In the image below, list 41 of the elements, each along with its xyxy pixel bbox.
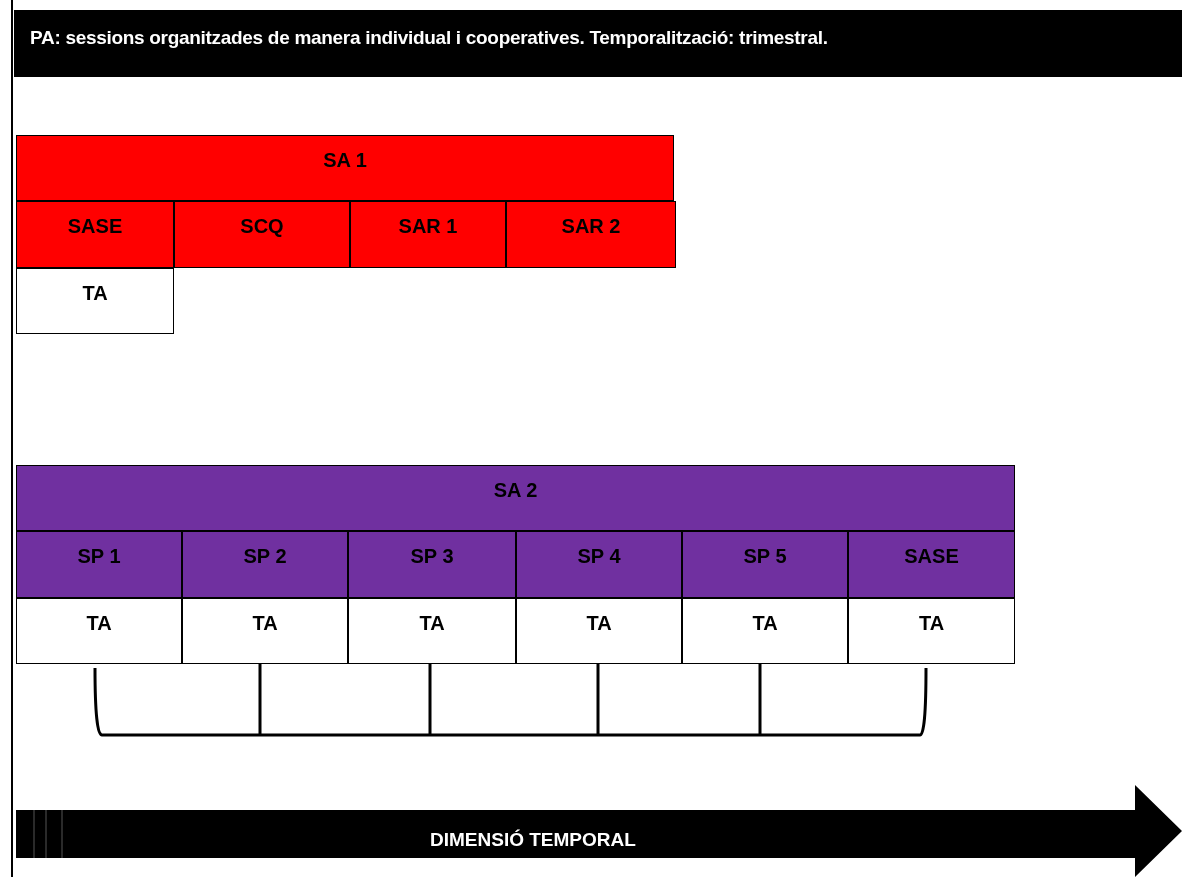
cell-label: TA — [252, 611, 278, 636]
cell-label: TA — [419, 611, 445, 636]
session-cell — [16, 201, 174, 268]
session-band — [16, 465, 1015, 531]
cell-label: TA — [918, 611, 945, 636]
cell-label: SASE — [904, 544, 959, 569]
cell-label: SP 2 — [243, 544, 287, 569]
cell-label: SP 5 — [743, 544, 787, 569]
cell-label: SP 1 — [77, 544, 121, 569]
session-band — [16, 135, 674, 201]
session-cell — [516, 531, 682, 598]
timeline-arrow — [16, 785, 1182, 877]
activity-cell — [848, 598, 1015, 664]
activity-cell — [682, 598, 848, 664]
activity-cell — [16, 268, 174, 334]
activity-cell — [16, 598, 182, 664]
session-cell — [506, 201, 676, 268]
session-cell — [848, 531, 1015, 598]
session-cell — [16, 531, 182, 598]
cell-label: SA 2 — [493, 478, 538, 503]
session-cell — [174, 201, 350, 268]
cell-label: SAR 1 — [398, 214, 458, 239]
arrow-label: DIMENSIÓ TEMPORAL — [430, 828, 636, 852]
title: PA: sessions organitzades de manera individual i cooperatives. Temporalització: trimestral. — [30, 26, 828, 50]
cell-label: SP 3 — [410, 544, 454, 569]
cell-label: SAR 2 — [561, 214, 621, 239]
session-cell — [182, 531, 348, 598]
cell-label: TA — [86, 611, 112, 636]
session-cell — [682, 531, 848, 598]
activity-cell — [348, 598, 516, 664]
cell-label: TA — [82, 281, 108, 306]
cell-label: TA — [752, 611, 778, 636]
activity-cell — [182, 598, 348, 664]
session-cell — [350, 201, 506, 268]
cell-label: TA — [586, 611, 612, 636]
cell-label: SP 4 — [577, 544, 621, 569]
session-cell — [348, 531, 516, 598]
cell-label: SA 1 — [323, 148, 367, 173]
activity-cell — [516, 598, 682, 664]
cell-label: SCQ — [240, 214, 284, 239]
cell-label: SASE — [67, 214, 123, 239]
